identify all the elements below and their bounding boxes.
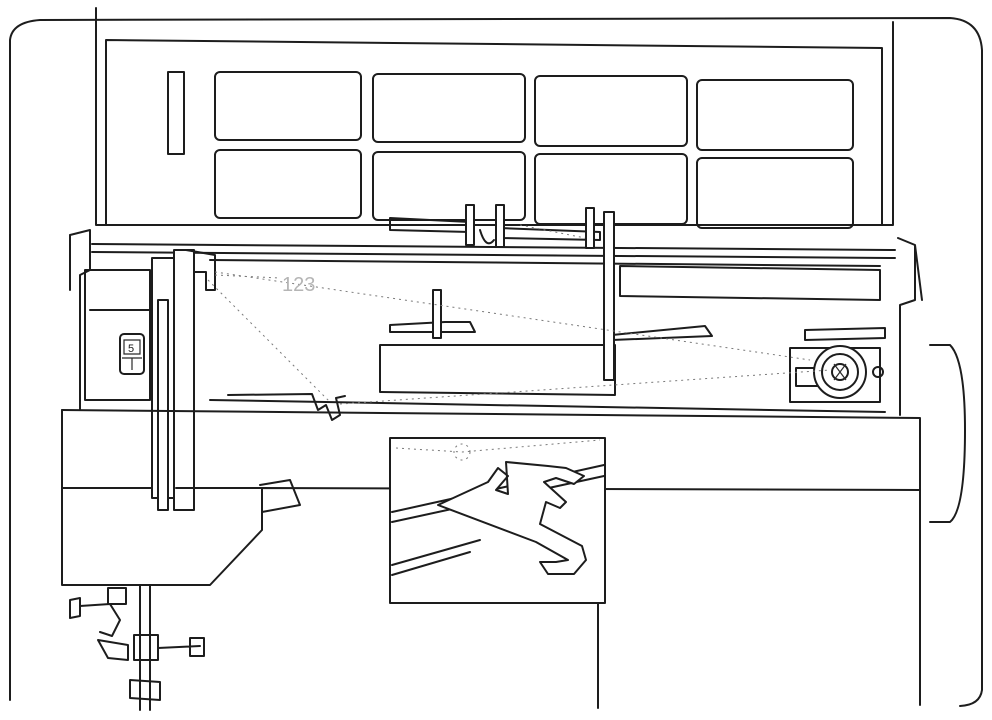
stitch-chart-panels xyxy=(215,72,853,228)
thread-guide-hook xyxy=(228,394,345,420)
spool-marking: 123 xyxy=(215,274,315,296)
stitch-dial xyxy=(120,334,144,374)
spool-number: 123 xyxy=(282,274,315,296)
open-top-cover xyxy=(96,8,893,228)
thread-path xyxy=(208,225,830,452)
cover-slot xyxy=(168,72,184,154)
handwheel xyxy=(930,345,965,522)
dial-number: 5 xyxy=(128,343,134,355)
machine-outline xyxy=(10,18,982,706)
left-head: 5 xyxy=(85,270,150,400)
presser-foot-area xyxy=(70,585,204,710)
detail-inset xyxy=(390,438,605,603)
thread-guide-plate-detail xyxy=(438,462,586,574)
take-up-lever xyxy=(152,250,215,510)
machine-front-body xyxy=(62,410,920,708)
thread-guides xyxy=(433,205,614,380)
bobbin-winder xyxy=(790,346,883,402)
